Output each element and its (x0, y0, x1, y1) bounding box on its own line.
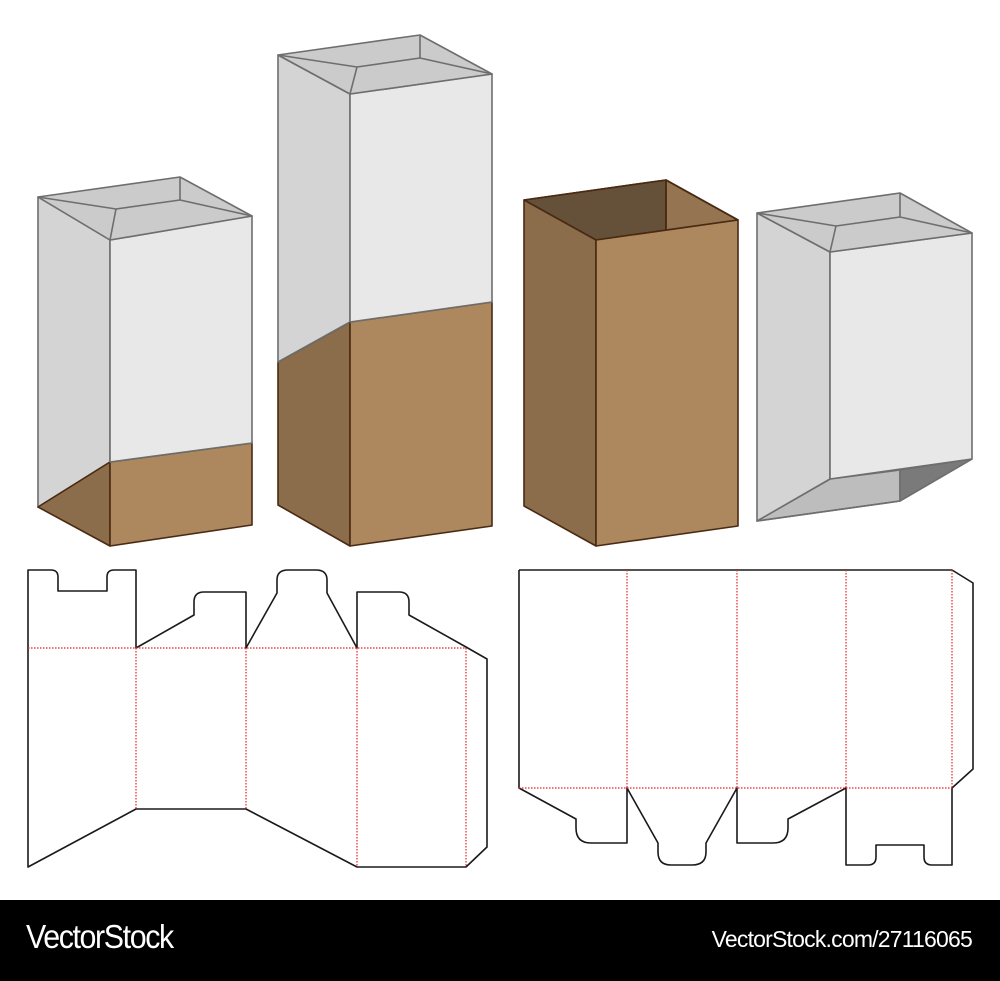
dieline-right (518, 569, 974, 866)
box-face (349, 301, 493, 547)
box-edge (37, 196, 117, 210)
box-edge (756, 500, 901, 522)
box-face (595, 219, 739, 547)
3d-box-mockups (37, 34, 973, 547)
box-edge (419, 57, 493, 75)
box-edge (835, 216, 901, 227)
box-3-open-kraft-tray (523, 179, 739, 547)
cut-line (27, 569, 488, 868)
box-edge (756, 212, 837, 227)
box-face (109, 215, 253, 463)
image-reference-id: VectorStock.com/27116065 (711, 926, 973, 952)
box-face (37, 196, 111, 508)
brand-logo-text: VectorStock (26, 918, 174, 955)
box-4-sleeve-sliding-off (756, 192, 973, 522)
box-dielines (27, 569, 974, 868)
box-edge (277, 54, 358, 68)
box-edge (356, 57, 421, 68)
box-edge (349, 66, 358, 95)
watermark-footer: VectorStock VectorStock.com/27116065 (0, 900, 1000, 981)
box-face (277, 54, 351, 363)
box-illustration-canvas (27, 34, 974, 868)
box-edge (829, 225, 837, 253)
box-2-tall-sleeve (277, 34, 493, 547)
box-1-sleeve-over-tray (37, 176, 253, 547)
box-face (523, 199, 597, 547)
box-edge (109, 208, 117, 241)
box-face (756, 212, 831, 522)
box-edge (179, 199, 253, 217)
box-edge (665, 179, 739, 221)
dieline-left (27, 569, 488, 868)
box-face (829, 232, 973, 480)
box-edge (523, 179, 667, 201)
box-edge (115, 199, 181, 210)
cut-line (518, 569, 974, 866)
box-face (349, 73, 493, 323)
box-edge (899, 216, 973, 234)
